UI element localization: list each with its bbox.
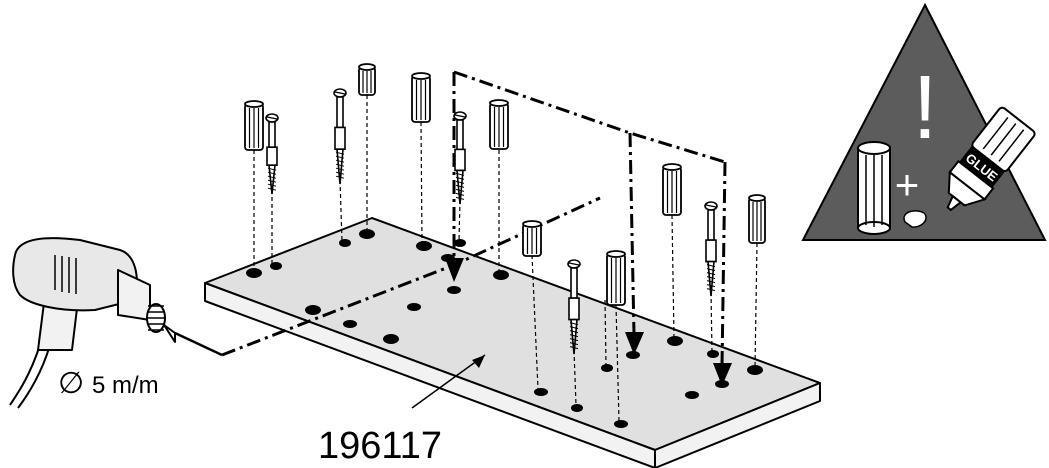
dowel-icon	[244, 100, 264, 151]
dowel-icon	[662, 163, 682, 216]
screw-icon	[265, 113, 279, 195]
plus-sign: +	[895, 161, 920, 208]
leader-arrowhead	[472, 355, 485, 368]
dowel-icon	[358, 63, 376, 96]
hole	[685, 391, 699, 399]
arrowhead	[625, 332, 644, 355]
screw-icon	[567, 259, 581, 355]
hole	[707, 350, 719, 358]
fasteners	[244, 63, 766, 355]
drill-size-label: ∅ 5 m/m	[58, 367, 159, 400]
exclamation-mark: !	[912, 58, 937, 158]
diameter-symbol: ∅	[58, 367, 84, 400]
hole	[383, 334, 399, 344]
glue-drop-icon	[903, 210, 927, 228]
part-number-leader	[411, 354, 486, 409]
hole	[270, 262, 282, 270]
hole	[359, 229, 375, 239]
glue-bottle-icon: GLUE	[946, 106, 1036, 212]
board-holes	[246, 229, 763, 428]
hole	[571, 404, 583, 412]
hole	[747, 365, 763, 375]
board-front-face	[204, 282, 656, 468]
arrowhead	[445, 258, 464, 282]
dowel-icon	[606, 250, 626, 306]
guide-lines	[253, 95, 758, 422]
hole	[246, 268, 262, 278]
drill-size-text: 5 m/m	[92, 372, 159, 399]
arrowhead	[713, 363, 732, 386]
dowel-icon	[748, 194, 766, 244]
dowel-icon	[411, 72, 431, 123]
board-panel	[204, 217, 821, 468]
drill-icon	[9, 237, 223, 409]
arrowheads	[445, 258, 732, 386]
hole	[454, 239, 466, 247]
hole	[493, 270, 509, 280]
dowel-icon	[522, 220, 542, 257]
hole	[339, 239, 351, 247]
hole	[601, 364, 613, 372]
dowel-icon	[857, 141, 891, 235]
hole	[416, 241, 432, 251]
hole	[305, 305, 321, 315]
board-right-face	[654, 382, 821, 468]
part-number: 196117	[318, 425, 442, 467]
hole	[626, 351, 640, 359]
hole	[343, 320, 357, 328]
hole	[667, 336, 683, 346]
screw-icon	[333, 88, 347, 185]
hole	[614, 420, 628, 428]
dowel-icon	[489, 99, 509, 150]
glue-warning-sign: ! + GLUE	[801, 2, 1047, 241]
screw-icon	[453, 111, 467, 205]
screw-icon	[704, 201, 718, 297]
hole	[447, 286, 461, 294]
hole	[407, 303, 421, 311]
hole	[534, 388, 548, 396]
